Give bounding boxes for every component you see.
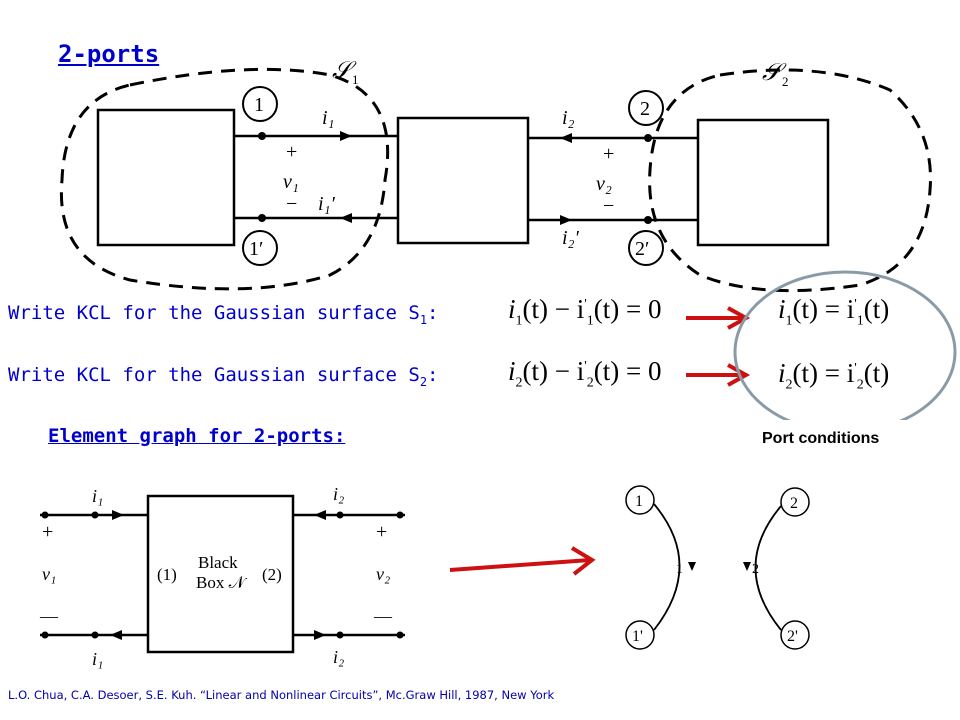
node-1p-label: 1′: [249, 238, 263, 260]
black-box-diagram: i₁ i₁ i₂ i₂ + v₁ — + v₂ — Black Box 𝒩 (1…: [39, 484, 405, 669]
voltage-v1-label: v₁: [283, 171, 299, 193]
middle-network-box: [396, 116, 530, 245]
kcl-line-2: Write KCL for the Gaussian surface S2:: [8, 364, 439, 389]
bb-v1-minus: —: [39, 606, 59, 626]
bb-v2: v₂: [376, 564, 390, 584]
bb-i2-bot: i₂: [333, 647, 344, 667]
graph-node-1p: 1': [632, 628, 643, 645]
v2-plus: +: [603, 143, 614, 165]
red-arrow-1-icon: [686, 306, 751, 330]
element-graph: 1 1' 2 2' 1 2: [625, 485, 810, 650]
big-red-arrow-icon: [449, 546, 596, 576]
voltage-v2-label: v₂: [596, 173, 612, 195]
right-network-box: [696, 118, 830, 247]
branch-2-edge: [754, 505, 782, 631]
red-arrow-2-icon: [686, 363, 751, 387]
black-box: [146, 494, 295, 654]
bb-line2: Box 𝒩: [196, 573, 248, 592]
port-conditions-label: Port conditions: [762, 430, 880, 447]
current-i1p-label: i₁′: [318, 193, 336, 215]
port-conditions-graphic: [686, 270, 957, 420]
graph-branch-1-label: 1: [676, 562, 683, 577]
v2-minus: −: [603, 195, 614, 217]
gaussian-surface-1: [59, 67, 390, 291]
element-graph-title: Element graph for 2-ports:: [48, 425, 346, 447]
port-condition-1: i1(t) = i'1(t): [778, 294, 890, 329]
kcl-line-1: Write KCL for the Gaussian surface S1:: [8, 302, 439, 327]
graph-branch-2-label: 2: [752, 562, 759, 577]
node-2p-label: 2′: [635, 238, 649, 260]
page-title: 2-ports: [58, 40, 160, 68]
gaussian-surface-2: [648, 68, 932, 293]
left-network-box: [96, 108, 236, 247]
graph-node-2: 2: [790, 495, 798, 512]
graph-node-1: 1: [635, 493, 643, 510]
current-i2-label: i₂: [562, 107, 575, 129]
bb-i2-top: i₂: [333, 484, 344, 504]
bb-v1-plus: +: [42, 521, 53, 543]
two-port-circuit-diagram: 1 1′ 2 2′ i₁ i₁′ i₂ i₂′ + v₁ − + v₂ − 𝒮 …: [59, 58, 932, 293]
v1-minus: −: [286, 193, 297, 215]
current-i2p-label: i₂′: [562, 227, 580, 249]
current-i1-label: i₁: [322, 107, 335, 129]
kcl-equation-2: i2(t) − i'2(t) = 0: [508, 356, 662, 391]
kcl-equation-1: i1(t) − i'1(t) = 0: [508, 294, 662, 329]
surface-2-sub: 2: [782, 74, 789, 89]
node-2-label: 2: [640, 98, 650, 120]
graph-node-2p: 2': [787, 628, 798, 645]
port-conditions-circle: [733, 270, 957, 420]
node-1-label: 1: [254, 94, 264, 116]
bb-v2-plus: +: [376, 521, 387, 543]
v1-plus: +: [286, 141, 297, 163]
bb-v1: v₁: [42, 564, 56, 584]
citation: L.O. Chua, C.A. Desoer, S.E. Kuh. “Linea…: [8, 688, 555, 702]
surface-1-sub: 1: [352, 72, 359, 87]
bb-line1: Black: [198, 553, 238, 572]
bb-port2: (2): [262, 565, 282, 584]
bb-i1-bot: i₁: [92, 649, 103, 669]
bb-i1-top: i₁: [92, 486, 103, 506]
bb-v2-minus: —: [373, 606, 393, 626]
bb-port1: (1): [157, 565, 177, 584]
port-condition-2: i2(t) = i'2(t): [778, 358, 890, 393]
branch-1-edge: [653, 503, 681, 631]
